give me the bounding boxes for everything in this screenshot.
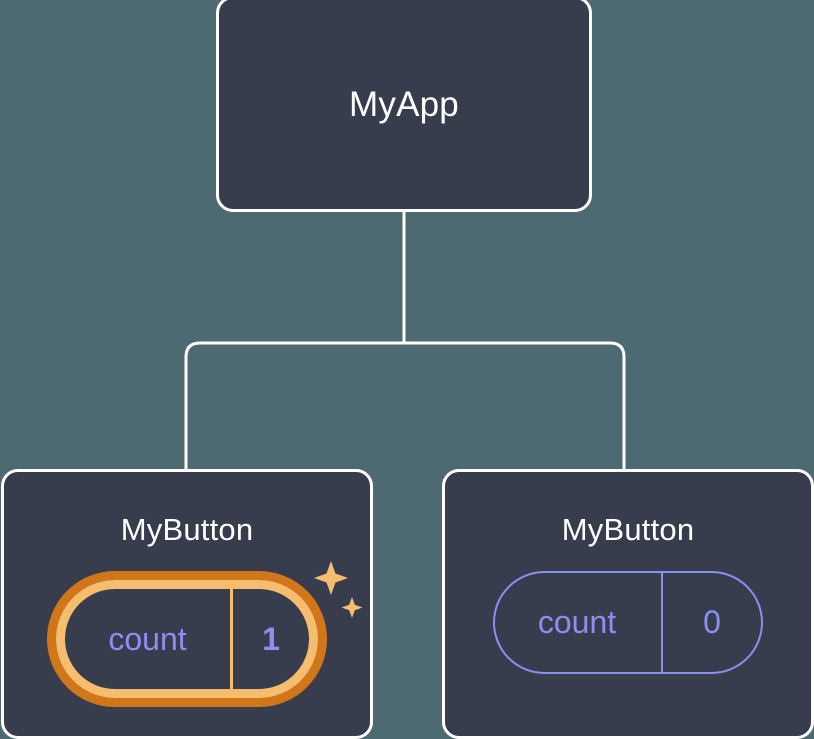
component-node-myapp[interactable]: MyApp bbox=[216, 0, 592, 212]
state-value: 0 bbox=[703, 604, 721, 640]
component-node-title: MyButton bbox=[120, 512, 254, 547]
component-node-title: MyButton bbox=[561, 512, 695, 547]
component-node-title: MyApp bbox=[349, 84, 459, 124]
state-value: 1 bbox=[262, 620, 280, 657]
state-pill-highlighted[interactable]: count 1 bbox=[47, 571, 327, 707]
state-pill-inner-ring: count 1 bbox=[56, 580, 318, 698]
state-pill-container: count 1 bbox=[47, 561, 363, 707]
state-key: count bbox=[65, 589, 233, 689]
connector-child-bus bbox=[184, 341, 626, 470]
component-node-mybutton-right[interactable]: MyButton count 0 bbox=[442, 469, 814, 739]
state-key: count bbox=[495, 573, 663, 672]
state-pill-plain[interactable]: count 0 bbox=[493, 571, 763, 674]
component-node-mybutton-left[interactable]: MyButton count 1 bbox=[1, 469, 373, 739]
state-pill-container: count 0 bbox=[493, 571, 763, 674]
